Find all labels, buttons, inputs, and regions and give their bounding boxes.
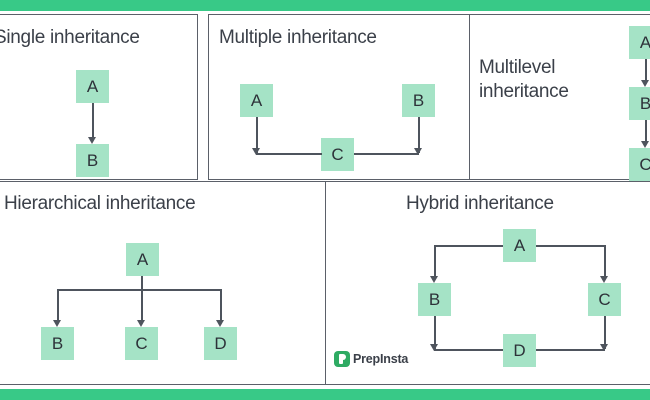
node-hybrid-a: A bbox=[503, 229, 536, 262]
edge-multilevel-a-b bbox=[645, 59, 647, 83]
prepinsta-logo-text: PrepInsta bbox=[353, 352, 409, 366]
prepinsta-logo: PrepInsta bbox=[334, 351, 408, 367]
edge-hybrid-d-left bbox=[434, 349, 503, 351]
node-hierarchical-c: C bbox=[125, 327, 158, 360]
arrowhead-hybrid-a-b bbox=[430, 276, 438, 283]
arrowhead-hierarchical-b bbox=[53, 320, 61, 327]
prepinsta-logo-icon bbox=[334, 351, 350, 367]
bottom-accent-bar bbox=[0, 389, 650, 400]
panel-title-hierarchical: Hierarchical inheritance bbox=[4, 193, 196, 214]
arrowhead-hybrid-a-c bbox=[600, 276, 608, 283]
node-multiple-c: C bbox=[321, 138, 354, 171]
edge-hierarchical-a-b bbox=[57, 289, 59, 322]
arrowhead-hierarchical-d bbox=[216, 320, 224, 327]
edge-hybrid-d-right bbox=[536, 349, 605, 351]
node-hybrid-d: D bbox=[503, 334, 536, 367]
panel-title-hybrid: Hybrid inheritance bbox=[406, 193, 554, 214]
edge-multiple-b-stem bbox=[418, 117, 420, 153]
node-hierarchical-a: A bbox=[126, 243, 159, 276]
edge-hybrid-a-c-h bbox=[536, 245, 605, 247]
edge-hybrid-a-c-v bbox=[604, 245, 606, 278]
edge-multiple-c-left bbox=[256, 153, 322, 155]
panel-title-multilevel: Multilevel inheritance bbox=[479, 57, 569, 102]
node-multilevel-b: B bbox=[629, 87, 650, 120]
arrowhead-single-a-b bbox=[88, 137, 96, 144]
node-multiple-a: A bbox=[240, 84, 273, 117]
edge-hybrid-a-b-h bbox=[434, 245, 503, 247]
edge-hybrid-b-d-v bbox=[434, 316, 436, 349]
node-single-b: B bbox=[76, 144, 109, 177]
edge-multilevel-b-c bbox=[645, 120, 647, 144]
node-hierarchical-b: B bbox=[41, 327, 74, 360]
edge-multiple-a-stem bbox=[256, 117, 258, 153]
arrowhead-hierarchical-c bbox=[137, 320, 145, 327]
panel-title-multiple: Multiple inheritance bbox=[219, 27, 377, 48]
arrowhead-hybrid-c-d bbox=[600, 344, 608, 351]
top-accent-bar bbox=[0, 0, 650, 11]
edge-hierarchical-a-c bbox=[141, 289, 143, 322]
edge-single-a-b bbox=[92, 103, 94, 139]
edge-hierarchical-bus bbox=[57, 289, 221, 291]
arrowhead-multiple-left bbox=[252, 148, 260, 155]
node-multilevel-a: A bbox=[629, 26, 650, 59]
node-multilevel-c: C bbox=[629, 148, 650, 181]
panel-title-single: Single inheritance bbox=[0, 27, 140, 48]
node-multiple-b: B bbox=[402, 84, 435, 117]
panel-multilevel-inheritance bbox=[469, 14, 650, 180]
node-hybrid-c: C bbox=[588, 283, 621, 316]
edge-multiple-c-right bbox=[354, 153, 419, 155]
arrowhead-multilevel-a-b bbox=[641, 80, 649, 87]
node-hierarchical-d: D bbox=[204, 327, 237, 360]
node-hybrid-b: B bbox=[418, 283, 451, 316]
arrowhead-multilevel-b-c bbox=[641, 141, 649, 148]
edge-hybrid-a-b-v bbox=[434, 245, 436, 278]
arrowhead-hybrid-b-d bbox=[430, 344, 438, 351]
arrowhead-multiple-right bbox=[414, 148, 422, 155]
node-single-a: A bbox=[76, 70, 109, 103]
edge-hierarchical-a-d bbox=[220, 289, 222, 322]
edge-hybrid-c-d-v bbox=[604, 316, 606, 349]
